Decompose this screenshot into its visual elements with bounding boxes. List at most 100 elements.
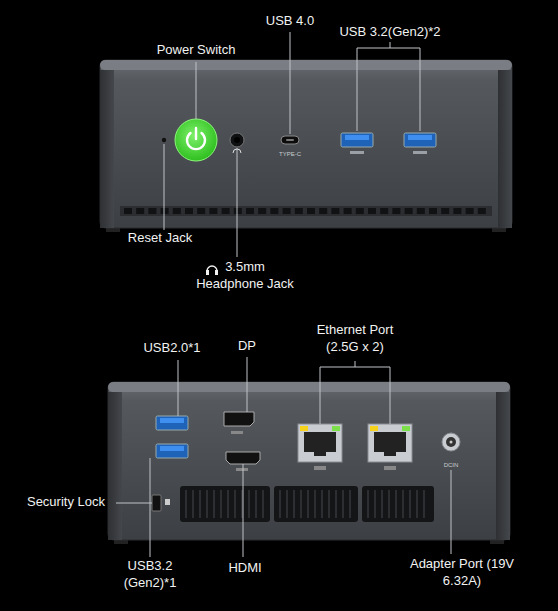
callout-label: Reset Jack: [110, 230, 210, 247]
vent-slot: [368, 208, 376, 214]
grille-bar: [335, 490, 337, 518]
headphone-symbol: [206, 266, 218, 275]
grille-bar: [342, 490, 344, 518]
chassis: [100, 60, 512, 228]
callout-label: USB3.2 (Gen2)*1: [115, 558, 185, 592]
callout-label: HDMI: [215, 560, 275, 577]
grille-bar: [300, 490, 302, 518]
lock-slot: [152, 495, 161, 511]
grille-bar: [262, 490, 264, 518]
port-marking: TYPE-C: [270, 151, 310, 157]
vent-slot: [429, 208, 437, 214]
usb-a-port: [404, 133, 436, 147]
side-edge: [108, 392, 122, 540]
grille-bar: [248, 490, 250, 518]
vent-grille: [362, 486, 434, 522]
grille-bar: [206, 490, 208, 518]
grille-bar: [255, 490, 257, 518]
dp-logo: [231, 431, 243, 434]
grille-bar: [402, 490, 404, 518]
usb-c-port: [281, 136, 299, 144]
vent-slot: [344, 208, 352, 214]
vent-slot: [453, 208, 461, 214]
vent-slot: [283, 208, 291, 214]
audio-jack: [234, 137, 240, 143]
callout-label: Security Lock: [18, 494, 114, 511]
usb-a-port: [156, 444, 188, 458]
grille-bar: [307, 490, 309, 518]
grille-bar: [213, 490, 215, 518]
grille-bar: [293, 490, 295, 518]
grille-bar: [381, 490, 383, 518]
dc-jack: [442, 433, 460, 451]
rear-panel: [108, 382, 510, 544]
reset-hole: [162, 138, 166, 142]
grille-bar: [367, 490, 369, 518]
vent-slot: [246, 208, 254, 214]
vent-slot: [209, 208, 217, 214]
vent-slot: [124, 208, 132, 214]
vent-slot: [307, 208, 315, 214]
power-icon: [195, 128, 197, 139]
vent-slots: [124, 208, 486, 214]
vent-slot: [136, 208, 144, 214]
grille-bar: [374, 490, 376, 518]
vent-slot: [405, 208, 413, 214]
vent-slot: [392, 208, 400, 214]
leader-lines: [164, 32, 420, 257]
dc-jack: [446, 437, 456, 447]
vent-slot: [356, 208, 364, 214]
usb-c-port: [286, 139, 294, 141]
usb-a-port: [156, 416, 188, 430]
vent-slot: [478, 208, 486, 214]
usb-a-port: [345, 135, 369, 140]
grille-bar: [409, 490, 411, 518]
grille-bar: [185, 490, 187, 518]
vent-slot: [161, 208, 169, 214]
power-button: [175, 119, 217, 161]
grille-bar: [234, 490, 236, 518]
hdmi-logo: [236, 468, 248, 471]
leader-lines: [116, 357, 451, 557]
vent-slot: [295, 208, 303, 214]
vent-slot: [466, 208, 474, 214]
side-edge: [496, 392, 510, 540]
usb-a-port: [160, 418, 184, 423]
callout-label: USB 4.0: [250, 13, 330, 30]
grille-bar: [199, 490, 201, 518]
grille-bar: [423, 490, 425, 518]
side-edge: [498, 70, 512, 228]
vent-slot: [417, 208, 425, 214]
vent-grille: [180, 486, 270, 522]
grille-bar: [328, 490, 330, 518]
front-panel: [100, 60, 512, 232]
vent-grille: [186, 490, 424, 518]
grille-bar: [286, 490, 288, 518]
vent-slot: [258, 208, 266, 214]
lid-edge: [108, 382, 510, 392]
grille-bar: [349, 490, 351, 518]
vent-slot: [331, 208, 339, 214]
lock-icon: [165, 499, 170, 505]
vent-slot: [173, 208, 181, 214]
vent-slot: [197, 208, 205, 214]
callout-label: USB2.0*1: [127, 340, 217, 357]
displayport: [224, 412, 254, 426]
vent-slot: [270, 208, 278, 214]
callout-label: Adapter Port (19V 6.32A): [407, 556, 517, 590]
port-marking: DCIN: [431, 462, 471, 468]
hdmi-port: [226, 452, 260, 464]
lid-edge: [100, 60, 512, 70]
usb-a-port: [408, 135, 432, 140]
vent-slot: [319, 208, 327, 214]
vent-slot: [222, 208, 230, 214]
grille-bar: [279, 490, 281, 518]
vent-slot: [185, 208, 193, 214]
vent-slot: [234, 208, 242, 214]
callout-label: 3.5mm Headphone Jack: [193, 259, 297, 293]
audio-jack: [230, 133, 244, 147]
vent-grille: [274, 486, 358, 522]
side-edge: [100, 70, 114, 228]
ss-logo: [350, 151, 364, 154]
grille-bar: [314, 490, 316, 518]
